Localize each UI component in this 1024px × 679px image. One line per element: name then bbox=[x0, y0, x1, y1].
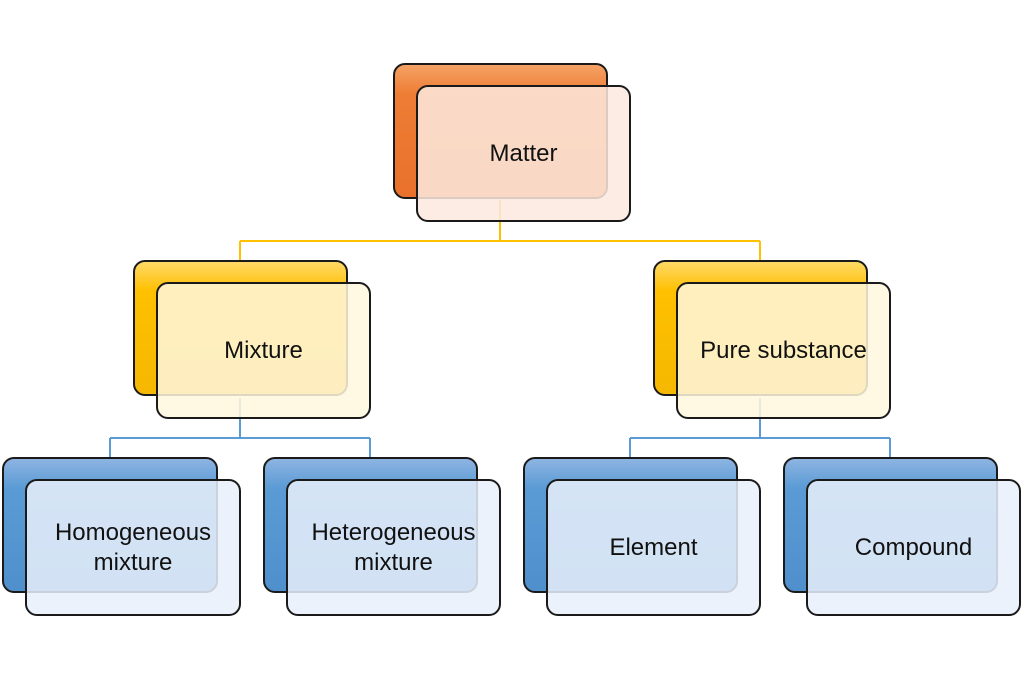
homogeneous-mixture-label: Homogeneous mixture bbox=[54, 518, 212, 576]
heterogeneous-mixture-front-card: Heterogeneous mixture bbox=[286, 479, 501, 616]
element-front-card: Element bbox=[546, 479, 761, 616]
heterogeneous-mixture-label: Heterogeneous mixture bbox=[311, 518, 476, 576]
matter-front-card: Matter bbox=[416, 85, 631, 222]
mixture-front-card: Mixture bbox=[156, 282, 371, 419]
mixture-label: Mixture bbox=[224, 336, 303, 364]
homogeneous-mixture-front-card: Homogeneous mixture bbox=[25, 479, 241, 616]
matter-label: Matter bbox=[489, 139, 558, 167]
compound-label: Compound bbox=[854, 533, 973, 561]
pure-substance-front-card: Pure substance bbox=[676, 282, 891, 419]
compound-front-card: Compound bbox=[806, 479, 1021, 616]
element-label: Element bbox=[609, 533, 698, 561]
pure-substance-label: Pure substance bbox=[700, 336, 867, 364]
